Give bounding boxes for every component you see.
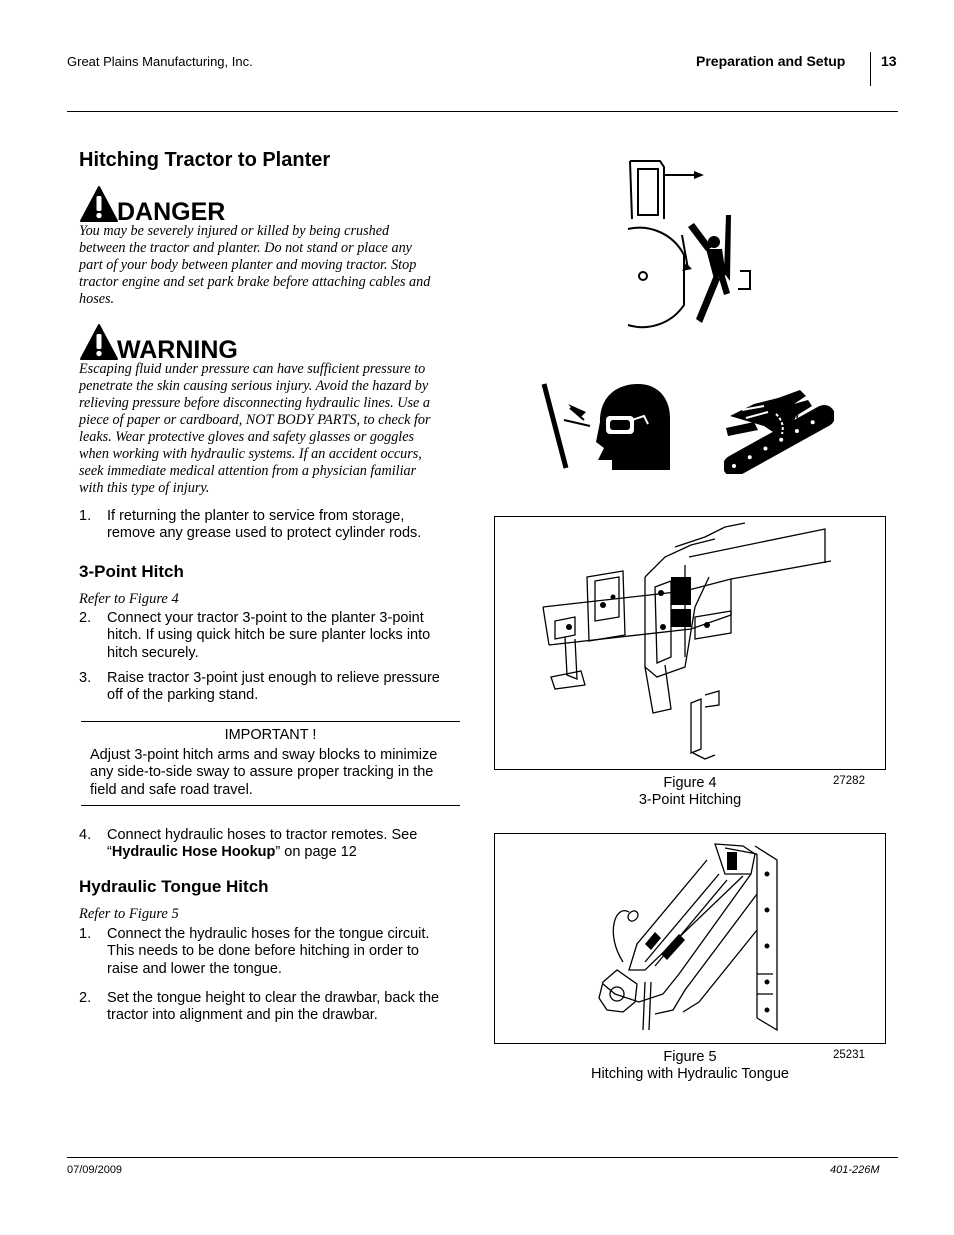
three-point-hitch-illustration bbox=[542, 522, 832, 760]
figure-5-caption: Figure 5 Hitching with Hydraulic Tongue bbox=[590, 1049, 789, 1083]
important-rule-bottom bbox=[81, 805, 460, 806]
footer-rule bbox=[67, 1157, 898, 1158]
footer-doc-number: 401-226M bbox=[830, 1164, 880, 1176]
figure-4-frame bbox=[494, 516, 886, 770]
important-rule-top bbox=[81, 721, 460, 722]
alert-triangle-icon bbox=[80, 186, 118, 222]
header-divider bbox=[870, 52, 871, 86]
figure-4-number: 27282 bbox=[833, 775, 865, 787]
alert-triangle-icon bbox=[80, 324, 118, 360]
glove-icon bbox=[724, 390, 834, 474]
refer-figure-4: Refer to Figure 4 bbox=[79, 591, 179, 607]
warning-label: WARNING bbox=[117, 336, 238, 364]
header-rule bbox=[67, 111, 898, 112]
danger-text: You may be severely injured or killed by… bbox=[79, 223, 431, 307]
page-heading: Hitching Tractor to Planter bbox=[79, 149, 331, 171]
three-point-heading: 3-Point Hitch bbox=[79, 562, 184, 581]
tongue-heading: Hydraulic Tongue Hitch bbox=[79, 877, 269, 896]
figure-5-number: 25231 bbox=[833, 1049, 865, 1061]
figure-4-caption: Figure 4 3-Point Hitching bbox=[638, 775, 742, 809]
page-number: 13 bbox=[881, 53, 897, 69]
hose-hookup-link[interactable]: Hydraulic Hose Hookup bbox=[111, 844, 276, 861]
crush-hazard-icon bbox=[627, 160, 751, 329]
footer-date: 07/09/2009 bbox=[67, 1164, 123, 1176]
warning-text: Escaping fluid under pressure can have s… bbox=[79, 361, 431, 496]
important-text: Adjust 3-point hitch arms and sway block… bbox=[90, 747, 438, 798]
company-name: Great Plains Manufacturing, Inc. bbox=[67, 54, 253, 69]
figure-5-frame bbox=[494, 833, 886, 1044]
hydraulic-tongue-illustration bbox=[598, 843, 778, 1032]
eye-protection-icon bbox=[541, 383, 670, 470]
section-title: Preparation and Setup bbox=[696, 53, 846, 69]
refer-figure-5: Refer to Figure 5 bbox=[79, 906, 179, 922]
danger-label: DANGER bbox=[117, 198, 226, 226]
important-title: IMPORTANT ! bbox=[224, 727, 317, 743]
